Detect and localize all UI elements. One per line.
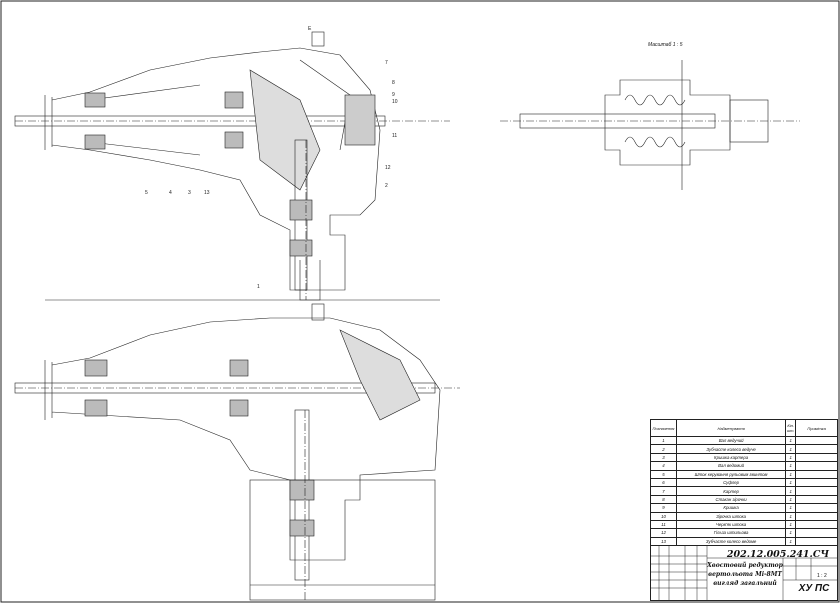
detail-scale-label: Масштаб 1 : 5 [648,42,683,48]
title-block-grid [651,546,837,600]
cell-quantity: 1 [785,435,797,446]
document-code: 202.12.005.241.СЧ [726,549,830,560]
cell-note [795,494,838,505]
cell-name: Вал ведучий [675,435,787,446]
cell-quantity: 1 [785,528,797,538]
cell-position: 7 [650,486,677,496]
cell-position: 11 [650,519,677,530]
header-name: Найменування [675,419,787,437]
callout-label: 8 [392,80,395,86]
cell-note [795,528,838,538]
organization: ХУ ПС [798,583,830,594]
cell-note [795,511,838,521]
header-quantity: Кіл. шт. [785,419,797,437]
cell-note [795,452,838,463]
header-position: Позначення [650,419,677,437]
cell-note [795,435,838,446]
cell-quantity: 1 [785,469,797,479]
callout-label: 4 [169,190,172,196]
cell-quantity: 1 [785,444,797,454]
cell-quantity: 1 [785,519,797,530]
cell-position: 8 [650,494,677,505]
top-section-view [14,31,450,301]
cell-position: 3 [650,452,677,463]
cell-note [795,469,838,479]
cell-name: Шток керування рульовим гвинтом [675,469,787,479]
title-block: 202.12.005.241.СЧ Хвостовий редуктор вер… [650,545,838,601]
callout-label: 12 [385,165,391,171]
cell-position: 5 [650,469,677,479]
title-line: вертольота Мі-8МТ [708,571,782,578]
callout-label: 13 [204,190,210,196]
detail-view [500,60,800,190]
cell-position: 9 [650,503,677,513]
callout-label: 1 [257,284,260,290]
cell-quantity: 1 [785,494,797,505]
cell-name: Вал ведомий [675,461,787,471]
callout-label: E [308,26,312,32]
cell-position: 4 [650,461,677,471]
table-header-row: Позначення Найменування Кіл. шт. Примітк… [650,419,838,437]
cell-position: 10 [650,511,677,521]
cell-position: 2 [650,444,677,454]
cell-note [795,461,838,471]
cell-quantity: 1 [785,452,797,463]
cell-quantity: 1 [785,477,797,488]
cell-position: 12 [650,528,677,538]
cell-name: Зубчасте колесо ведуче [675,444,787,454]
callout-label: 5 [145,190,148,196]
cell-name: Зірочка штока [675,511,787,521]
cell-name: Кришка [675,503,787,513]
cell-quantity: 1 [785,486,797,496]
cell-name: Стакан зірочки [675,494,787,505]
cell-name: Кришка картера [675,452,787,463]
callout-label: 2 [385,183,388,189]
cell-name: Картер [675,486,787,496]
cell-note [795,503,838,513]
title-line: Хвостовий редуктор [707,562,783,569]
callout-label: 9 [392,92,395,98]
cell-name: Суфлер [675,477,787,488]
callout-label: 10 [392,99,398,105]
callout-label: 3 [188,190,191,196]
cell-position: 6 [650,477,677,488]
cell-note [795,444,838,454]
cell-position: 1 [650,435,677,446]
cell-note [795,519,838,530]
callout-label: 11 [392,133,398,139]
cell-quantity: 1 [785,503,797,513]
cell-name: Гільза штильова [675,528,787,538]
header-note: Примітка [795,419,838,437]
callout-label: 7 [385,60,388,66]
cell-quantity: 1 [785,511,797,521]
cell-quantity: 1 [785,461,797,471]
specification-table: Позначення Найменування Кіл. шт. Примітк… [650,419,838,547]
title-line: вигляд загальний [713,580,777,587]
document-title: Хвостовий редуктор вертольота Мі-8МТ виг… [707,561,783,588]
bottom-external-view [14,299,460,601]
cell-name: Черв'як штока [675,519,787,530]
scale-value: 1 : 2 [817,573,827,579]
cell-note [795,486,838,496]
cell-note [795,477,838,488]
